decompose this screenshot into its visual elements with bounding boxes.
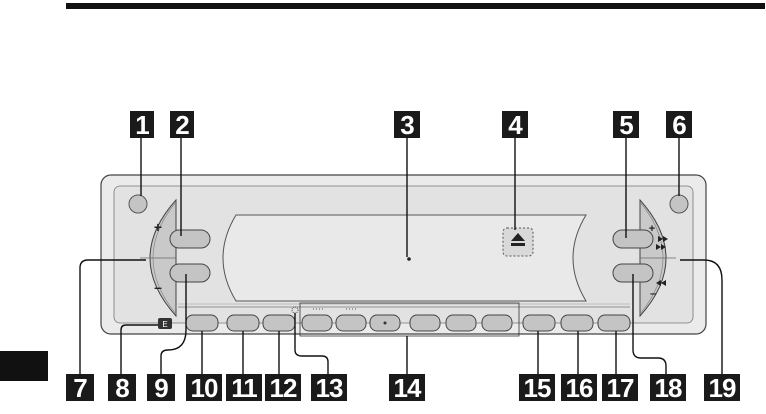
display-window	[223, 215, 586, 301]
button-15[interactable]	[523, 315, 555, 331]
preset-button-2[interactable]	[336, 315, 366, 331]
button-11[interactable]	[227, 315, 259, 331]
source-button[interactable]	[170, 230, 210, 248]
button-12[interactable]	[263, 315, 295, 331]
preset-button-4[interactable]	[410, 315, 440, 331]
right-upper-button[interactable]	[613, 230, 653, 248]
button-16[interactable]	[561, 315, 593, 331]
preset-button-5[interactable]	[446, 315, 476, 331]
preset-3-dot-icon	[384, 322, 387, 325]
button-17[interactable]	[598, 315, 630, 331]
volume-plus-label: +	[154, 219, 162, 235]
ir-receiver-label: E	[162, 320, 167, 329]
mode-button[interactable]	[170, 264, 210, 282]
preset-button-1[interactable]	[302, 315, 332, 331]
volume-minus-label: –	[154, 279, 162, 295]
seek-minus-label: –	[650, 288, 656, 300]
release-button[interactable]	[670, 195, 688, 213]
eject-button[interactable]	[503, 228, 533, 256]
display-center-dot	[407, 257, 411, 261]
button-10[interactable]	[186, 315, 218, 331]
ir-receiver: E	[158, 318, 172, 329]
preset-button-6[interactable]	[482, 315, 512, 331]
off-button[interactable]	[129, 195, 147, 213]
